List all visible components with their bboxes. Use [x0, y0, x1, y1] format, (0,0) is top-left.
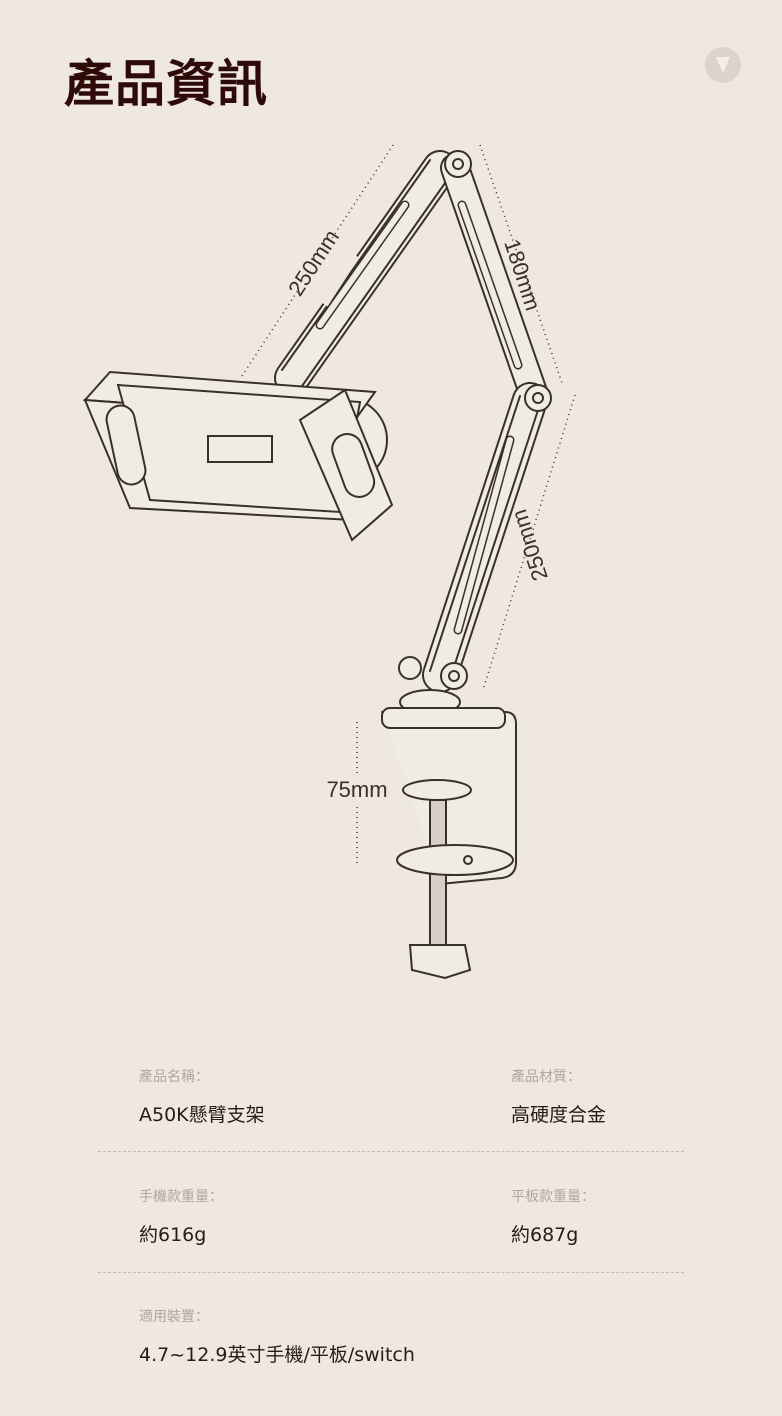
dim-clamp-opening: 75mm	[326, 777, 387, 802]
lower-arm	[422, 382, 548, 693]
spec-value: 高硬度合金	[511, 1104, 607, 1126]
spec-label: 產品材質：	[511, 1069, 581, 1085]
dim-lower-arm: 250mm	[506, 506, 552, 583]
spec-value: 約687g	[511, 1224, 579, 1246]
product-diagram: 250mm 180mm 250mm 75mm	[82, 144, 576, 980]
spec-devices: 適用裝置： 4.7~12.9英寸手機/平板/switch	[139, 1306, 415, 1367]
spec-label: 手機款重量：	[139, 1189, 223, 1205]
spec-value: 4.7~12.9英寸手機/平板/switch	[139, 1344, 415, 1366]
spec-label: 平板款重量：	[511, 1189, 595, 1205]
divider	[98, 1272, 684, 1273]
joints	[398, 150, 552, 690]
spec-name: 產品名稱： A50K懸臂支架	[139, 1066, 265, 1127]
upper-arm	[274, 150, 458, 396]
v-logo-icon	[705, 47, 741, 83]
dimension-lines	[241, 144, 576, 866]
spec-value: 約616g	[139, 1224, 207, 1246]
spec-value: A50K懸臂支架	[139, 1104, 265, 1126]
spec-label: 適用裝置：	[139, 1309, 209, 1325]
spec-phone-weight: 手機款重量： 約616g	[139, 1186, 223, 1247]
tablet-holder	[82, 370, 394, 542]
page-title: 產品資訊	[64, 55, 268, 113]
spec-tablet-weight: 平板款重量： 約687g	[511, 1186, 595, 1247]
divider	[98, 1151, 684, 1152]
spec-material: 產品材質： 高硬度合金	[511, 1066, 606, 1127]
desk-clamp	[381, 689, 517, 980]
forearm	[440, 153, 550, 413]
spec-label: 產品名稱：	[139, 1069, 209, 1085]
